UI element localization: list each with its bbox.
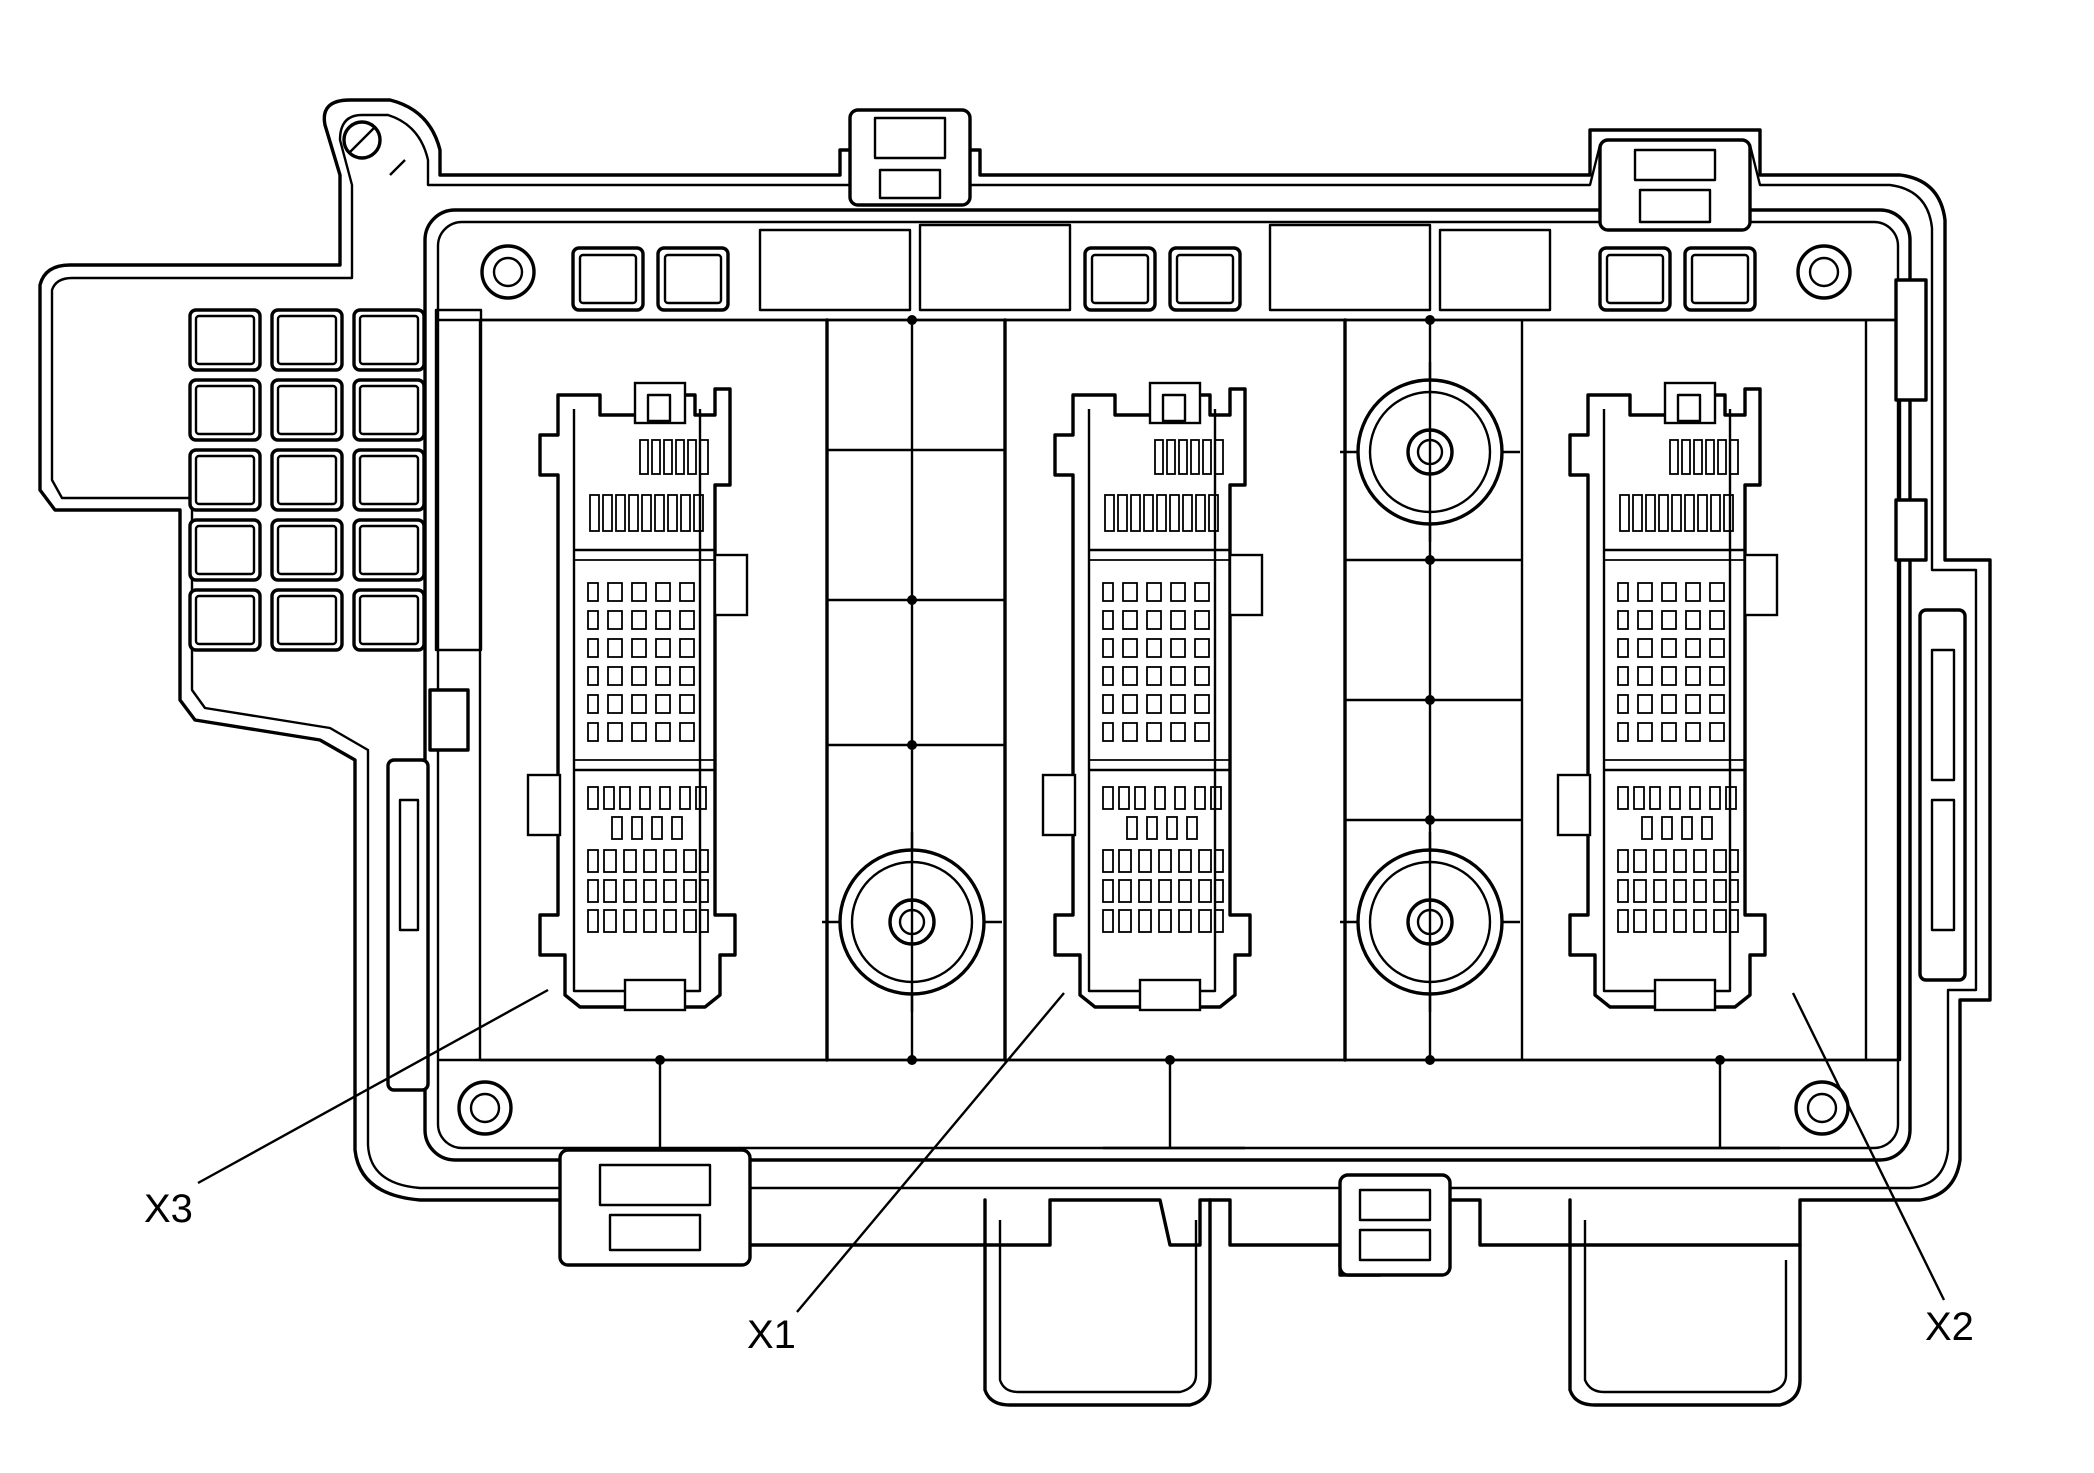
label-x1: X1 bbox=[747, 1313, 796, 1357]
left-side-clips bbox=[386, 688, 470, 1092]
label-x3: X3 bbox=[144, 1187, 193, 1231]
connector-x1 bbox=[1041, 381, 1264, 1012]
leader-line-x1 bbox=[796, 992, 1065, 1313]
leader-line-x2 bbox=[1791, 992, 1946, 1301]
leader-line-x3 bbox=[197, 988, 549, 1185]
connector-x2 bbox=[1556, 381, 1779, 1012]
connector-x3 bbox=[526, 381, 749, 1012]
housing bbox=[38, 98, 1992, 1277]
top-cavity-row bbox=[342, 120, 1852, 1136]
right-side-clips bbox=[1894, 278, 1967, 982]
top-latches bbox=[848, 108, 1752, 232]
bottom-latches bbox=[558, 1146, 1802, 1407]
left-relay-grid bbox=[188, 308, 483, 652]
label-x2: X2 bbox=[1925, 1305, 1974, 1349]
